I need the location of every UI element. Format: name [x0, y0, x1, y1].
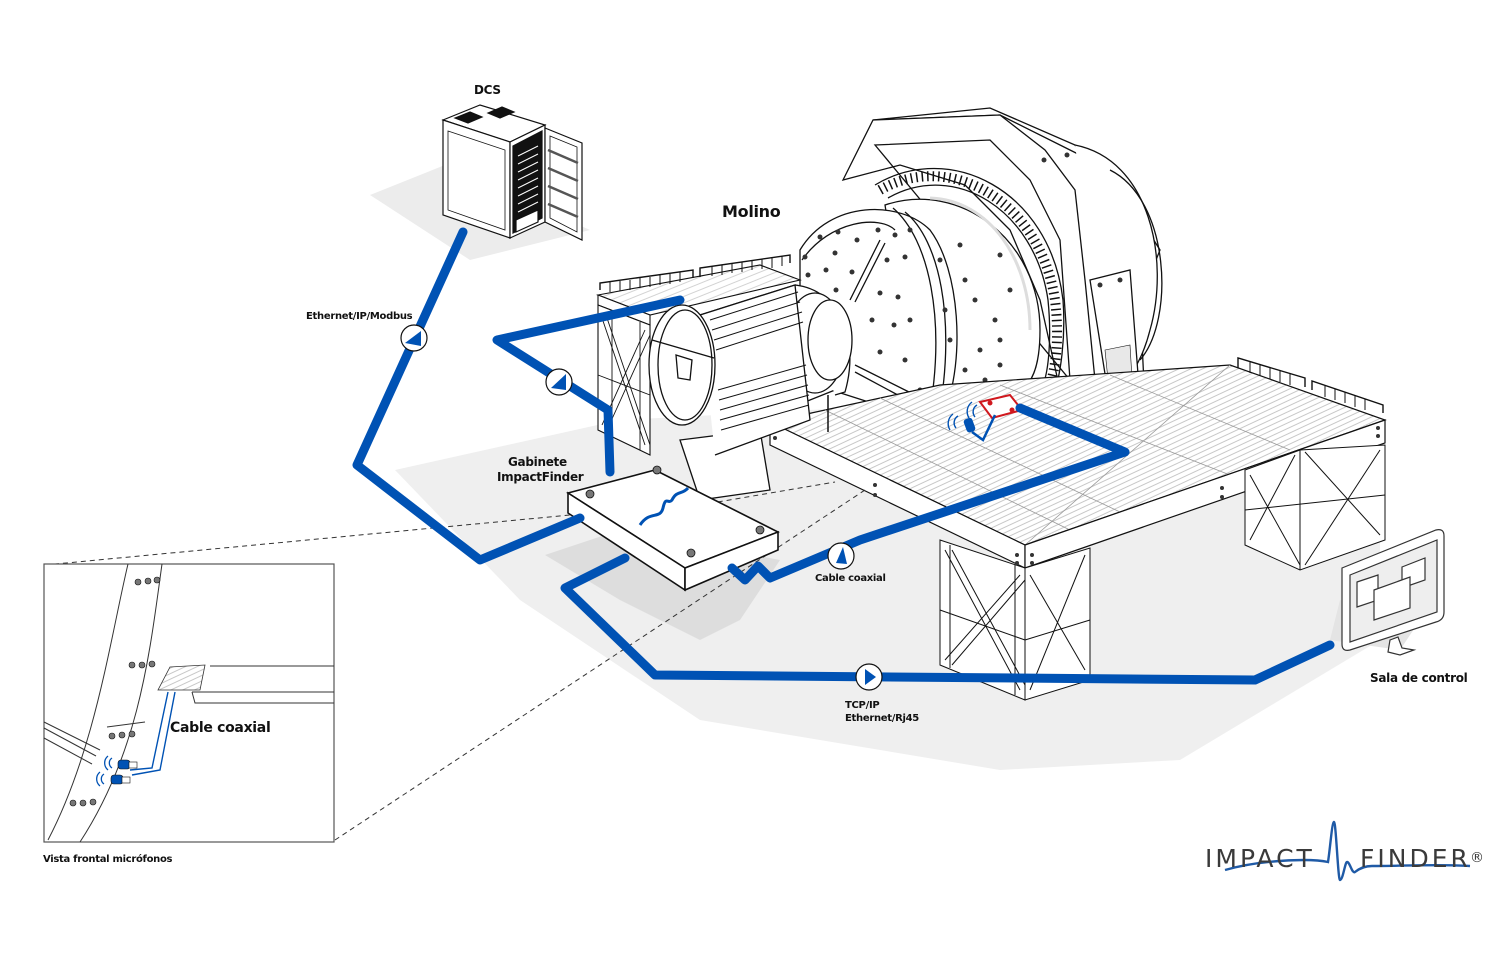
inset-microphone-1: [104, 755, 138, 771]
impactfinder-logo: IMPACT FINDER ®: [1200, 822, 1500, 892]
inset-microphone-2: [96, 771, 131, 787]
arrow-marker-dcs: [400, 324, 428, 352]
inset-front-view: [43, 563, 335, 843]
dcs-label: DCS: [474, 83, 501, 97]
ethernet-ip-modbus-label: Ethernet/IP/Modbus: [306, 311, 413, 322]
sala-de-control-label: Sala de control: [1370, 671, 1468, 685]
arrow-marker-loop: [545, 368, 573, 396]
tcp-ip-label: TCP/IP: [845, 700, 880, 711]
main-platform: [768, 357, 1387, 701]
dcs-cabinet: [441, 104, 583, 241]
cable-coaxial-label: Cable coaxial: [815, 573, 886, 584]
impactfinder-cabinet: [566, 465, 780, 592]
logo-impact-word: IMPACT: [1205, 844, 1315, 873]
logo-finder-word: FINDER: [1360, 844, 1471, 873]
cable-tcp: [560, 553, 1335, 685]
inset-cable-coaxial-label: Cable coaxial: [170, 720, 271, 736]
impactfinder-logo-wave: [1224, 820, 1471, 882]
registered-mark: ®: [1470, 850, 1484, 866]
control-room-monitor: [1341, 529, 1445, 656]
waveform-icon: [638, 486, 690, 526]
inset-bolts: [69, 576, 161, 807]
vista-frontal-caption: Vista frontal micrófonos: [43, 854, 173, 865]
mill: [799, 107, 1163, 413]
arrow-marker-tcp: [855, 663, 883, 691]
mill-bolts: [802, 152, 1123, 393]
inset-zoom-lines: [44, 481, 866, 841]
railing: [599, 254, 791, 292]
gabinete-label-line2: ImpactFinder: [497, 470, 584, 484]
arrow-marker-coax: [827, 542, 855, 570]
molino-label: Molino: [722, 202, 781, 221]
ethernet-rj45-label: Ethernet/Rj45: [845, 713, 919, 724]
railing-right: [1237, 357, 1384, 413]
cable-to-sensor: [727, 403, 1130, 585]
gabinete-label-line1: Gabinete: [508, 455, 567, 469]
motor: [648, 284, 853, 501]
